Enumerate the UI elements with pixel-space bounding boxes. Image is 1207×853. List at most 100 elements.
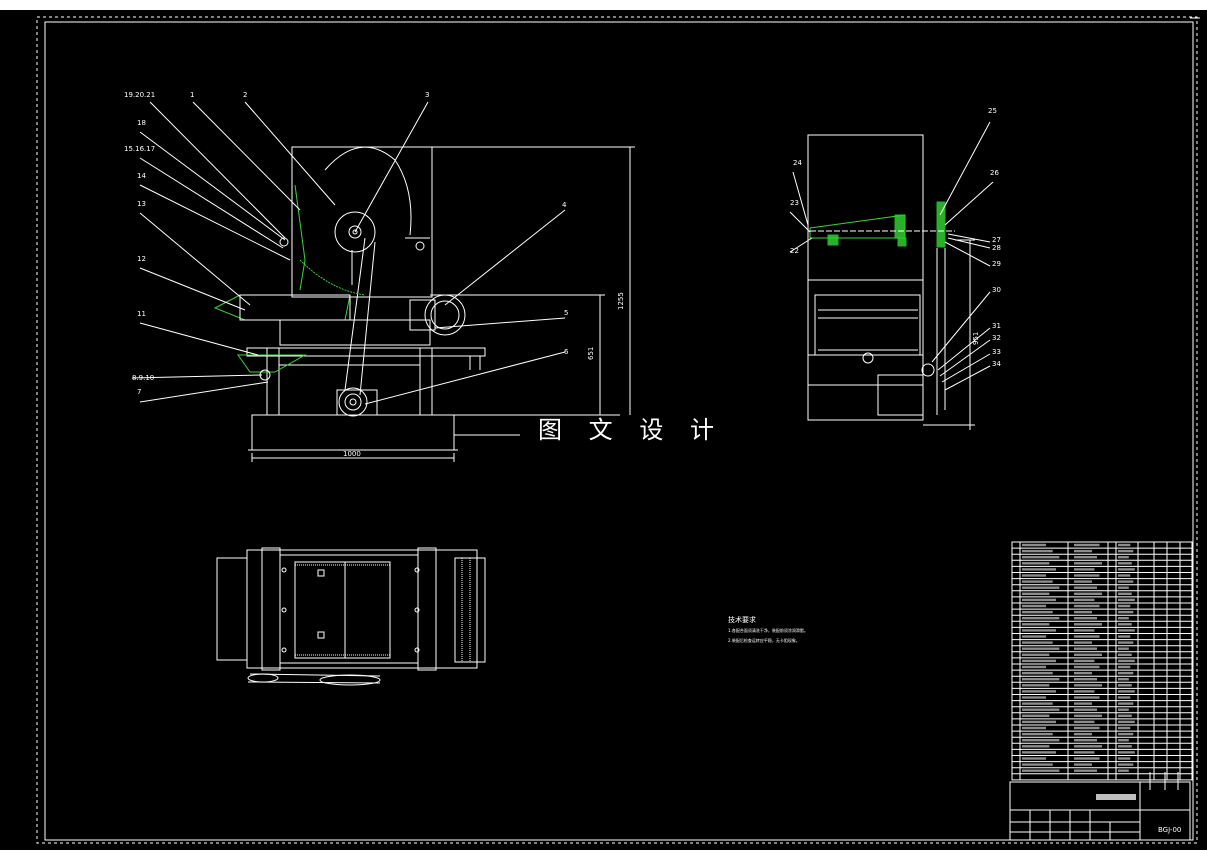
parts-list-cell bbox=[1118, 720, 1135, 724]
parts-list-cell bbox=[1022, 653, 1050, 656]
parts-list-cell bbox=[1118, 617, 1129, 620]
parts-list-cell bbox=[1118, 665, 1131, 669]
parts-list-table bbox=[1011, 541, 1193, 781]
parts-list-cell bbox=[1074, 696, 1100, 699]
dim-height-total: 1255 bbox=[617, 292, 625, 310]
watermark-text: 图 文 设 计 bbox=[538, 417, 724, 444]
parts-list-cell bbox=[1074, 568, 1095, 571]
parts-list-cell bbox=[1022, 757, 1046, 760]
parts-list-cell bbox=[1118, 757, 1131, 760]
parts-list-cell bbox=[1074, 653, 1102, 656]
balloon-32: 32 bbox=[992, 334, 1001, 342]
parts-list-cell bbox=[1074, 690, 1095, 693]
parts-list-cell bbox=[1074, 678, 1097, 681]
parts-list-cell bbox=[1118, 580, 1134, 583]
parts-list-cell bbox=[1074, 757, 1100, 760]
parts-list-cell bbox=[1074, 702, 1092, 705]
balloon-24: 24 bbox=[793, 159, 802, 167]
parts-list-cell bbox=[1022, 586, 1060, 589]
parts-list-cell bbox=[1074, 580, 1092, 583]
balloon-26: 26 bbox=[990, 169, 999, 177]
parts-list-cell bbox=[1118, 769, 1129, 772]
parts-list-cell bbox=[1022, 678, 1060, 681]
balloon-33: 33 bbox=[992, 348, 1001, 356]
balloon-15-16-17: 15.16.17 bbox=[124, 145, 155, 153]
parts-list-cell bbox=[1074, 604, 1100, 608]
parts-list-cell bbox=[1022, 549, 1053, 553]
balloon-30: 30 bbox=[992, 286, 1001, 294]
parts-list-cell bbox=[1118, 647, 1129, 650]
parts-list-cell bbox=[1022, 617, 1060, 620]
parts-list-cell bbox=[1022, 568, 1056, 571]
parts-list-cell bbox=[1074, 763, 1092, 766]
parts-list-cell bbox=[1022, 592, 1050, 595]
parts-list-cell bbox=[1022, 604, 1046, 608]
parts-list-cell bbox=[1074, 598, 1095, 602]
balloon-27: 27 bbox=[992, 236, 1001, 244]
parts-list-cell bbox=[1118, 629, 1135, 632]
parts-list-cell bbox=[1022, 647, 1060, 650]
parts-list-cell bbox=[1118, 556, 1129, 559]
parts-list-cell bbox=[1022, 763, 1053, 766]
parts-list-cell bbox=[1022, 732, 1053, 736]
parts-list-cell bbox=[1074, 617, 1097, 620]
parts-list-cell bbox=[1074, 708, 1097, 711]
parts-list-cell bbox=[1074, 574, 1100, 577]
front-view: 1255 651 1000 19.20.21 1 2 3 18 15.16.17… bbox=[124, 91, 635, 462]
top-view bbox=[216, 547, 486, 686]
parts-list-cell bbox=[1022, 665, 1046, 669]
parts-list-cell bbox=[1022, 739, 1060, 742]
parts-list-cell bbox=[1022, 702, 1053, 705]
balloon-1: 1 bbox=[190, 91, 194, 99]
parts-list-cell bbox=[1118, 678, 1129, 681]
balloon-13: 13 bbox=[137, 200, 146, 208]
balloon-3: 3 bbox=[425, 91, 429, 99]
parts-list-cell bbox=[1022, 580, 1053, 583]
parts-list-cell bbox=[1118, 696, 1131, 699]
parts-list-cell bbox=[1022, 543, 1046, 547]
drawing-frame bbox=[44, 21, 1194, 841]
cad-viewport[interactable]: 1255 651 1000 19.20.21 1 2 3 18 15.16.17… bbox=[0, 10, 1207, 850]
tech-req-title: 技术要求 bbox=[728, 615, 756, 624]
parts-list-cell bbox=[1022, 690, 1056, 693]
dim-width-base: 1000 bbox=[343, 450, 361, 458]
parts-list-cell bbox=[1118, 702, 1134, 705]
dim-side-height: 951 bbox=[972, 332, 980, 345]
tech-req-item-1: 1.各配合面须清洗干净，装配前须涂润滑脂。 bbox=[728, 627, 808, 633]
balloon-6: 6 bbox=[564, 348, 569, 356]
parts-list-cell bbox=[1118, 586, 1129, 589]
balloon-34: 34 bbox=[992, 360, 1001, 368]
parts-list-cell bbox=[1022, 610, 1053, 614]
parts-list-cell bbox=[1022, 556, 1060, 559]
parts-list-cell bbox=[1074, 671, 1092, 675]
parts-list-cell bbox=[1022, 641, 1053, 644]
parts-list-cell bbox=[1118, 635, 1131, 638]
parts-list-cell bbox=[1074, 641, 1092, 644]
side-view: 951 25 24 26 23 27 28 22 29 30 31 32 33 … bbox=[789, 107, 1001, 430]
parts-list-cell bbox=[1022, 635, 1046, 638]
parts-list-cell bbox=[1022, 629, 1056, 632]
parts-list-cell bbox=[1022, 714, 1050, 717]
balloon-7: 7 bbox=[137, 388, 141, 396]
parts-list-cell bbox=[1118, 574, 1131, 577]
parts-list-cell bbox=[1118, 726, 1131, 730]
parts-list-cell bbox=[1022, 696, 1046, 699]
balloon-25: 25 bbox=[988, 107, 997, 115]
parts-list-cell bbox=[1022, 745, 1050, 748]
balloon-14: 14 bbox=[137, 172, 146, 180]
parts-list-cell bbox=[1074, 586, 1097, 589]
parts-list-cell bbox=[1022, 708, 1060, 711]
balloon-2: 2 bbox=[243, 91, 247, 99]
parts-list-cell bbox=[1118, 690, 1135, 693]
parts-list-cell bbox=[1022, 751, 1056, 754]
parts-list-cell bbox=[1074, 684, 1102, 687]
balloon-12: 12 bbox=[137, 255, 146, 263]
parts-list-cell bbox=[1022, 769, 1060, 772]
parts-list-cell bbox=[1118, 543, 1131, 547]
parts-list-cell bbox=[1074, 592, 1102, 595]
parts-list-cell bbox=[1074, 647, 1097, 650]
parts-list-cell bbox=[1022, 562, 1050, 565]
parts-list-cell bbox=[1118, 745, 1132, 748]
parts-list-cell bbox=[1022, 671, 1053, 675]
balloon-22: 22 bbox=[790, 247, 799, 255]
